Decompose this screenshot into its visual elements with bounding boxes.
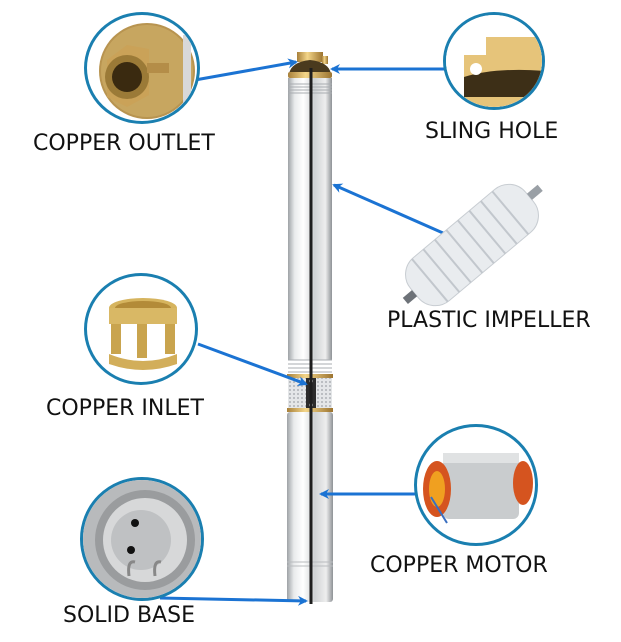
brass-outlet-icon <box>99 23 195 119</box>
label-sling-hole: SLING HOLE <box>425 119 559 144</box>
copper-motor-inset <box>414 424 538 546</box>
label-copper-outlet: COPPER OUTLET <box>33 131 215 156</box>
label-solid-base: SOLID BASE <box>63 603 195 628</box>
arrow-copper-outlet <box>194 58 298 82</box>
label-copper-motor: COPPER MOTOR <box>370 553 548 578</box>
copper-outlet-inset <box>84 12 200 124</box>
arrow-copper-inlet <box>197 342 308 386</box>
arrow-solid-base <box>159 595 308 606</box>
copper-motor-icon <box>423 453 533 524</box>
brass-inlet-icon <box>109 298 177 370</box>
solid-base-icon <box>83 480 201 598</box>
sling-hole-icon <box>446 15 542 107</box>
solid-base-inset <box>80 477 204 601</box>
copper-inlet-inset <box>84 273 198 385</box>
label-plastic-impeller: PLASTIC IMPELLER <box>387 308 591 333</box>
label-copper-inlet: COPPER INLET <box>46 396 204 421</box>
arrow-plastic-impeller <box>332 183 444 235</box>
sling-hole-inset <box>443 12 545 110</box>
